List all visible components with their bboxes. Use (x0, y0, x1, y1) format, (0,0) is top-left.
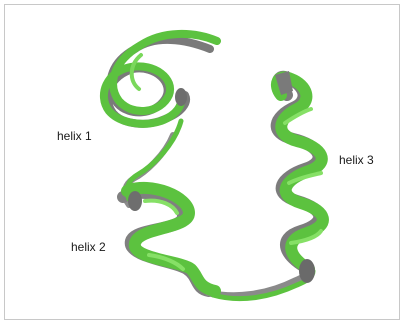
gray-loop-2-3 (209, 267, 311, 296)
gray-helix-1 (108, 40, 210, 124)
green-structure (104, 34, 323, 299)
figure-frame: helix 1 helix 2 helix 3 (4, 4, 400, 320)
helix-1-label: helix 1 (57, 129, 92, 143)
helix-2-label: helix 2 (71, 240, 106, 254)
helix-3-label: helix 3 (339, 153, 374, 167)
